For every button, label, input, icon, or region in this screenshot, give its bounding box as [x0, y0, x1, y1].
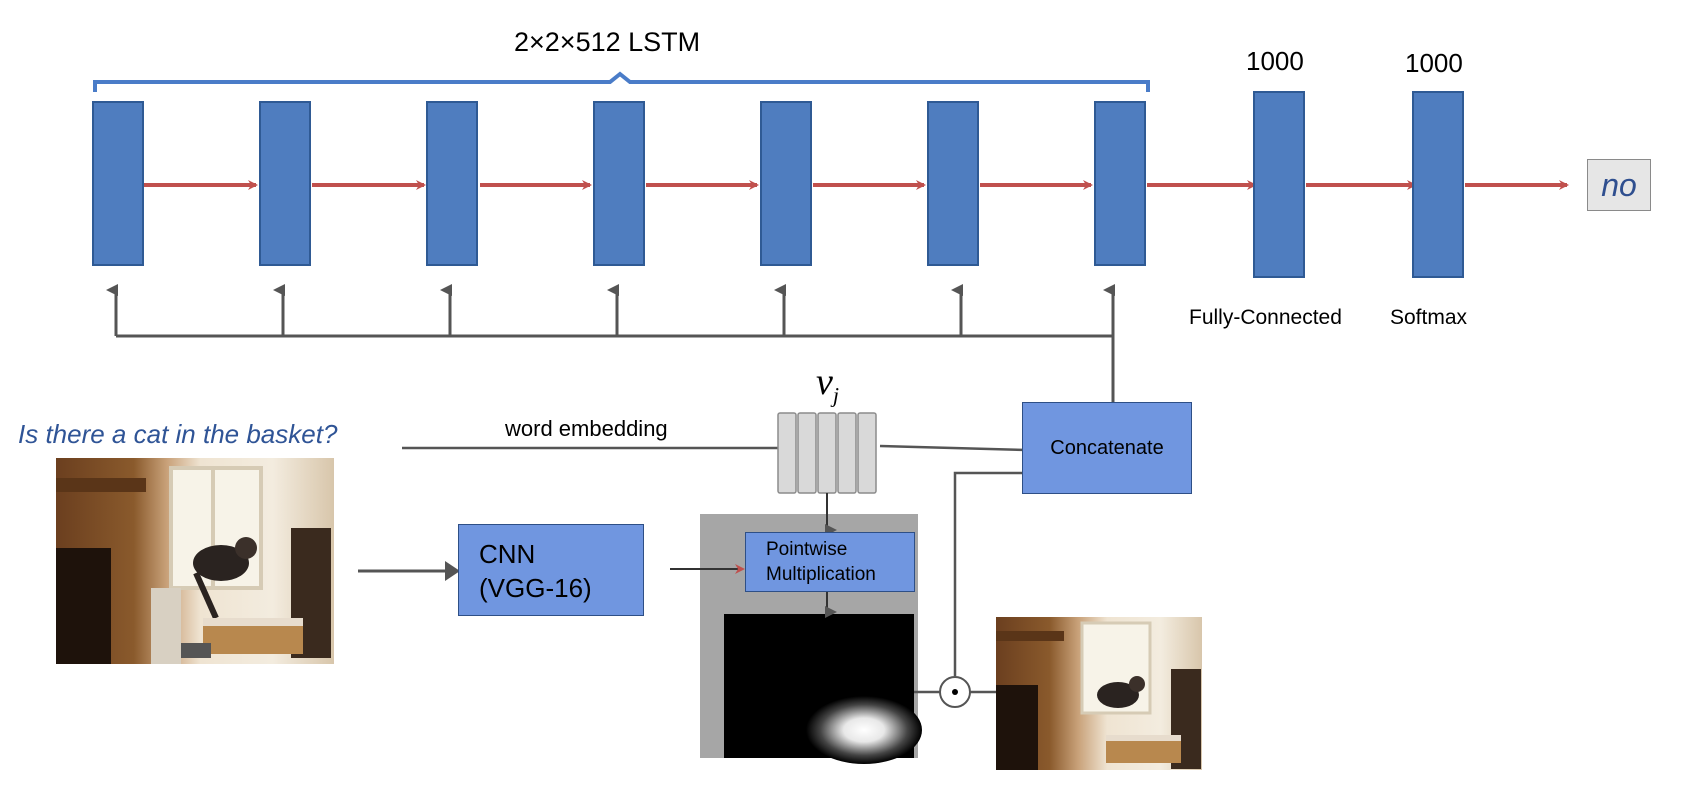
lstm-cell [593, 101, 645, 266]
lstm-input-bus [106, 284, 1115, 404]
lstm-cells [92, 101, 1146, 266]
word-embedding-label: word embedding [505, 416, 668, 441]
concatenate-label: Concatenate [1050, 436, 1164, 459]
cnn-label-line1: CNN [479, 539, 536, 569]
lstm-cell [426, 101, 478, 266]
softmax-units-label: 1000 [1405, 48, 1463, 78]
softmax-block [1412, 91, 1464, 278]
attended-image-content [996, 621, 1201, 770]
cnn-label-line2: (VGG-16) [479, 573, 592, 603]
input-image-content [56, 466, 331, 664]
fc-units-label: 1000 [1246, 46, 1304, 76]
lstm-cell [259, 101, 311, 266]
input-image [56, 458, 334, 664]
softmax-label: Softmax [1390, 306, 1468, 329]
concatenate-box: Concatenate [1022, 402, 1192, 494]
vector-vj [777, 412, 877, 494]
pointwise-line1: Pointwise [766, 539, 848, 560]
vector-label: vj [816, 360, 839, 409]
cnn-box: CNN (VGG-16) [458, 524, 644, 616]
attended-image [996, 617, 1202, 770]
vector-subscript: j [832, 382, 839, 408]
lstm-label: 2×2×512 LSTM [514, 27, 701, 57]
attention-blob [806, 696, 922, 764]
pointwise-line2: Multiplication [766, 564, 876, 585]
fully-connected-block [1253, 91, 1305, 278]
attended-feature-line [953, 471, 1027, 676]
output-answer: no [1601, 166, 1637, 203]
fc-label: Fully-Connected [1189, 306, 1342, 329]
lstm-cell [92, 101, 144, 266]
question-text: Is there a cat in the basket? [18, 419, 338, 449]
lstm-brace [93, 71, 1150, 92]
output-answer-box: no [1587, 159, 1651, 211]
lstm-cell [927, 101, 979, 266]
pointwise-box: Pointwise Multiplication [745, 532, 915, 592]
vector-to-concat-line [879, 444, 1028, 452]
lstm-cell [760, 101, 812, 266]
lstm-cell [1094, 101, 1146, 266]
vector-symbol: v [816, 361, 833, 403]
